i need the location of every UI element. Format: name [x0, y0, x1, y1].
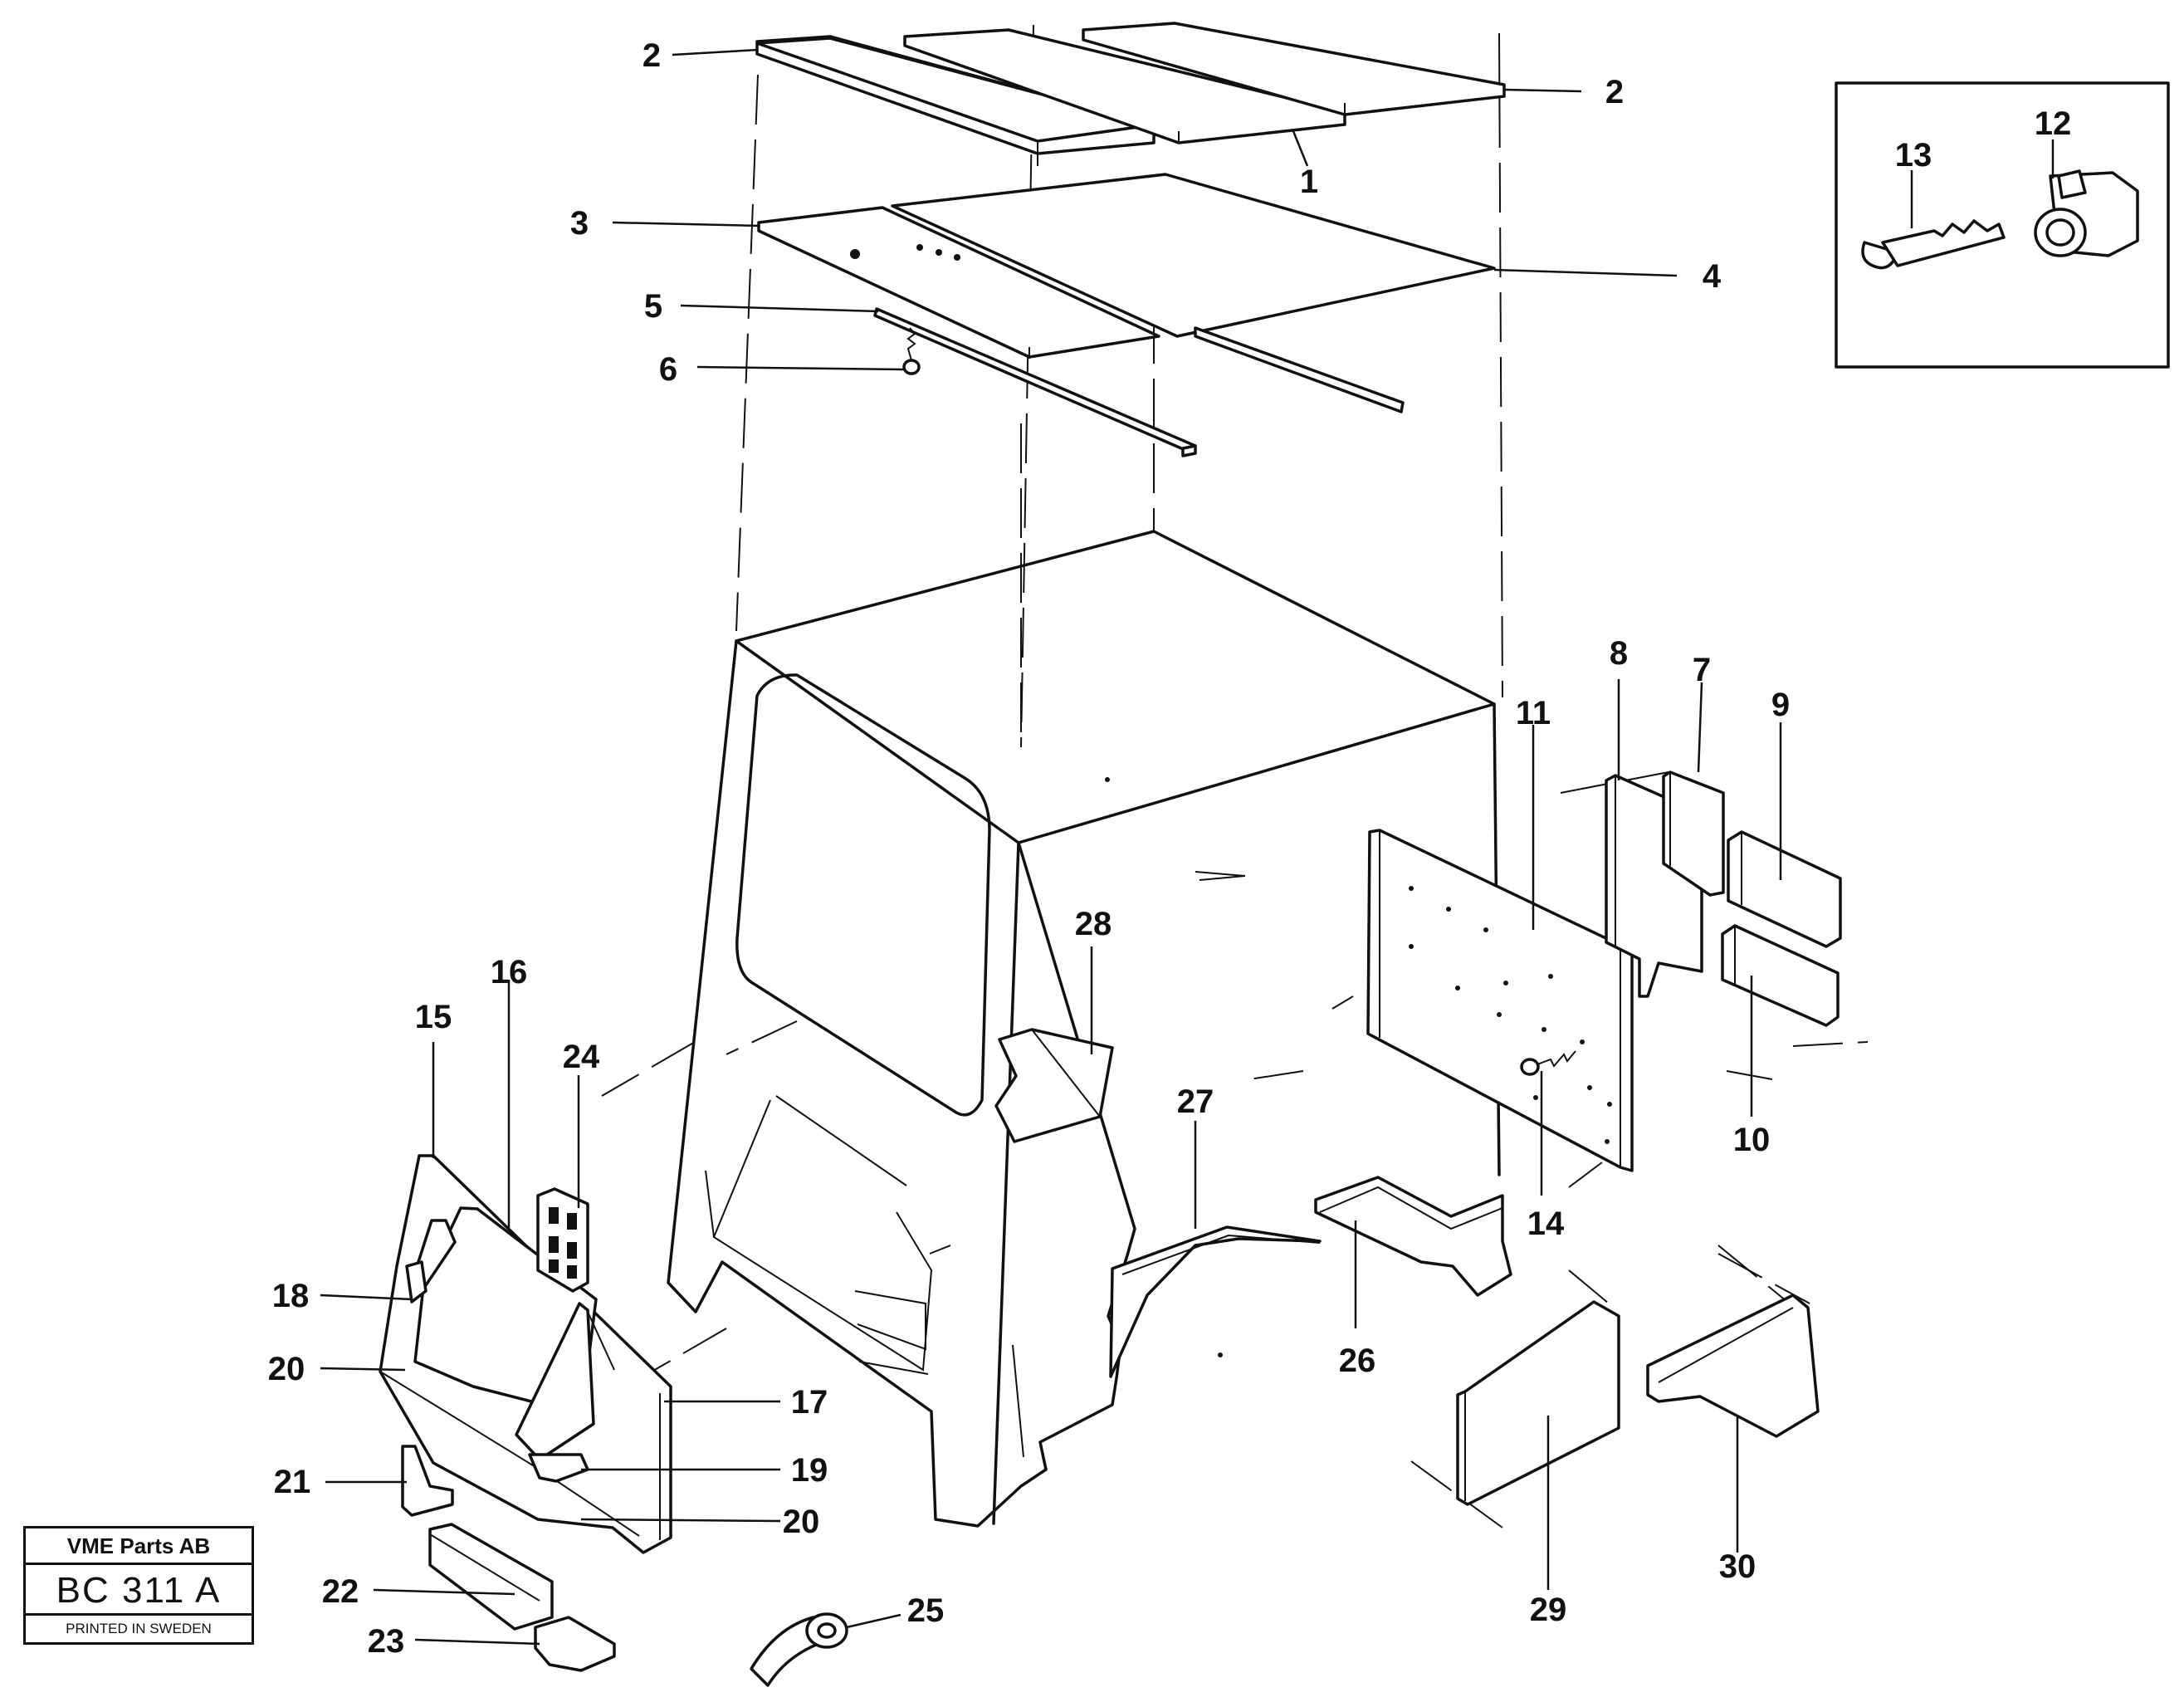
roof-insulation-slabs — [755, 22, 1506, 166]
callout-1: 1 — [1300, 164, 1318, 200]
callout-10: 10 — [1733, 1122, 1771, 1158]
small-blocks — [401, 1445, 616, 1672]
callout-4: 4 — [1703, 258, 1722, 295]
callout-19: 19 — [791, 1452, 828, 1489]
callout-7: 7 — [1693, 652, 1711, 688]
callout-2-left: 2 — [642, 37, 661, 74]
callout-15: 15 — [415, 999, 452, 1035]
callout-3: 3 — [570, 205, 589, 242]
drawing-code: BC 311 A — [26, 1565, 252, 1616]
floor-insulation — [1109, 1176, 1512, 1378]
callout-12: 12 — [2035, 105, 2072, 142]
callout-30: 30 — [1719, 1548, 1756, 1585]
callout-18: 18 — [272, 1278, 310, 1314]
rear-insulation-pieces — [1605, 770, 1842, 1027]
company-name: VME Parts AB — [26, 1528, 252, 1565]
callout-29: 29 — [1530, 1592, 1567, 1628]
callout-2-right: 2 — [1605, 74, 1624, 110]
callout-21: 21 — [274, 1464, 311, 1500]
tape-roll — [750, 1612, 848, 1687]
roof-strips — [873, 307, 1405, 457]
corner-panel — [994, 1028, 1114, 1143]
leader-lines — [320, 48, 2055, 1646]
screw — [902, 327, 921, 375]
front-insulation — [1456, 1294, 1820, 1506]
grille — [536, 1187, 589, 1293]
callout-8: 8 — [1610, 635, 1628, 672]
printed-note: PRINTED IN SWEDEN — [66, 1621, 212, 1636]
callout-9: 9 — [1771, 687, 1790, 723]
title-block: VME Parts AB BC 311 A PRINTED IN SWEDEN — [23, 1526, 254, 1645]
callout-20-right: 20 — [783, 1504, 820, 1540]
callout-16: 16 — [491, 954, 528, 990]
callout-11: 11 — [1516, 695, 1551, 731]
callout-26: 26 — [1339, 1343, 1376, 1379]
panel-screw — [1520, 1050, 1576, 1076]
callout-24: 24 — [563, 1039, 600, 1075]
callout-28: 28 — [1075, 906, 1112, 942]
callout-25: 25 — [907, 1592, 945, 1629]
callout-22: 22 — [322, 1573, 359, 1610]
rear-wall-panel — [1366, 829, 1634, 1172]
callout-20-left: 20 — [268, 1351, 305, 1387]
lock-detail-inset — [1835, 81, 2170, 369]
callout-17: 17 — [791, 1384, 828, 1421]
callout-6: 6 — [659, 351, 677, 388]
callout-14: 14 — [1527, 1206, 1565, 1242]
callout-5: 5 — [644, 288, 662, 325]
callout-numbers: 1 2 2 3 4 5 6 7 8 9 10 11 12 13 14 15 16… — [268, 37, 2072, 1660]
callout-13: 13 — [1895, 137, 1932, 174]
callout-27: 27 — [1177, 1083, 1214, 1120]
callout-23: 23 — [368, 1623, 405, 1660]
roof-panels — [757, 173, 1496, 359]
